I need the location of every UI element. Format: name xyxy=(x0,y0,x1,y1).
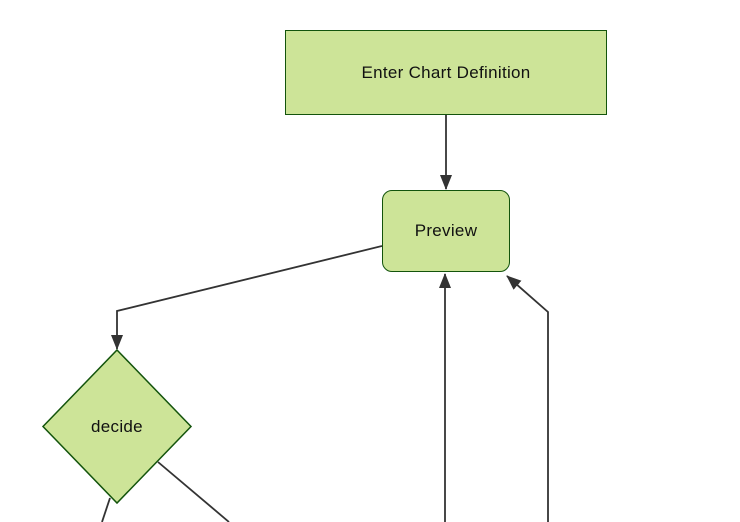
node-preview-label: Preview xyxy=(414,221,478,240)
node-preview: Preview xyxy=(382,190,510,272)
node-enter-chart-definition: Enter Chart Definition xyxy=(285,30,607,115)
node-decide-label: decide xyxy=(91,416,143,436)
node-enter-chart-definition-label: Enter Chart Definition xyxy=(361,62,531,82)
edge-preview-to-decide xyxy=(111,245,383,350)
edge-decide-out-right xyxy=(157,461,230,522)
node-decide-shape xyxy=(41,348,193,505)
node-decide: decide xyxy=(43,350,191,503)
edge-decide-out-left xyxy=(101,497,111,522)
edge-return-to-preview-right xyxy=(506,275,549,522)
